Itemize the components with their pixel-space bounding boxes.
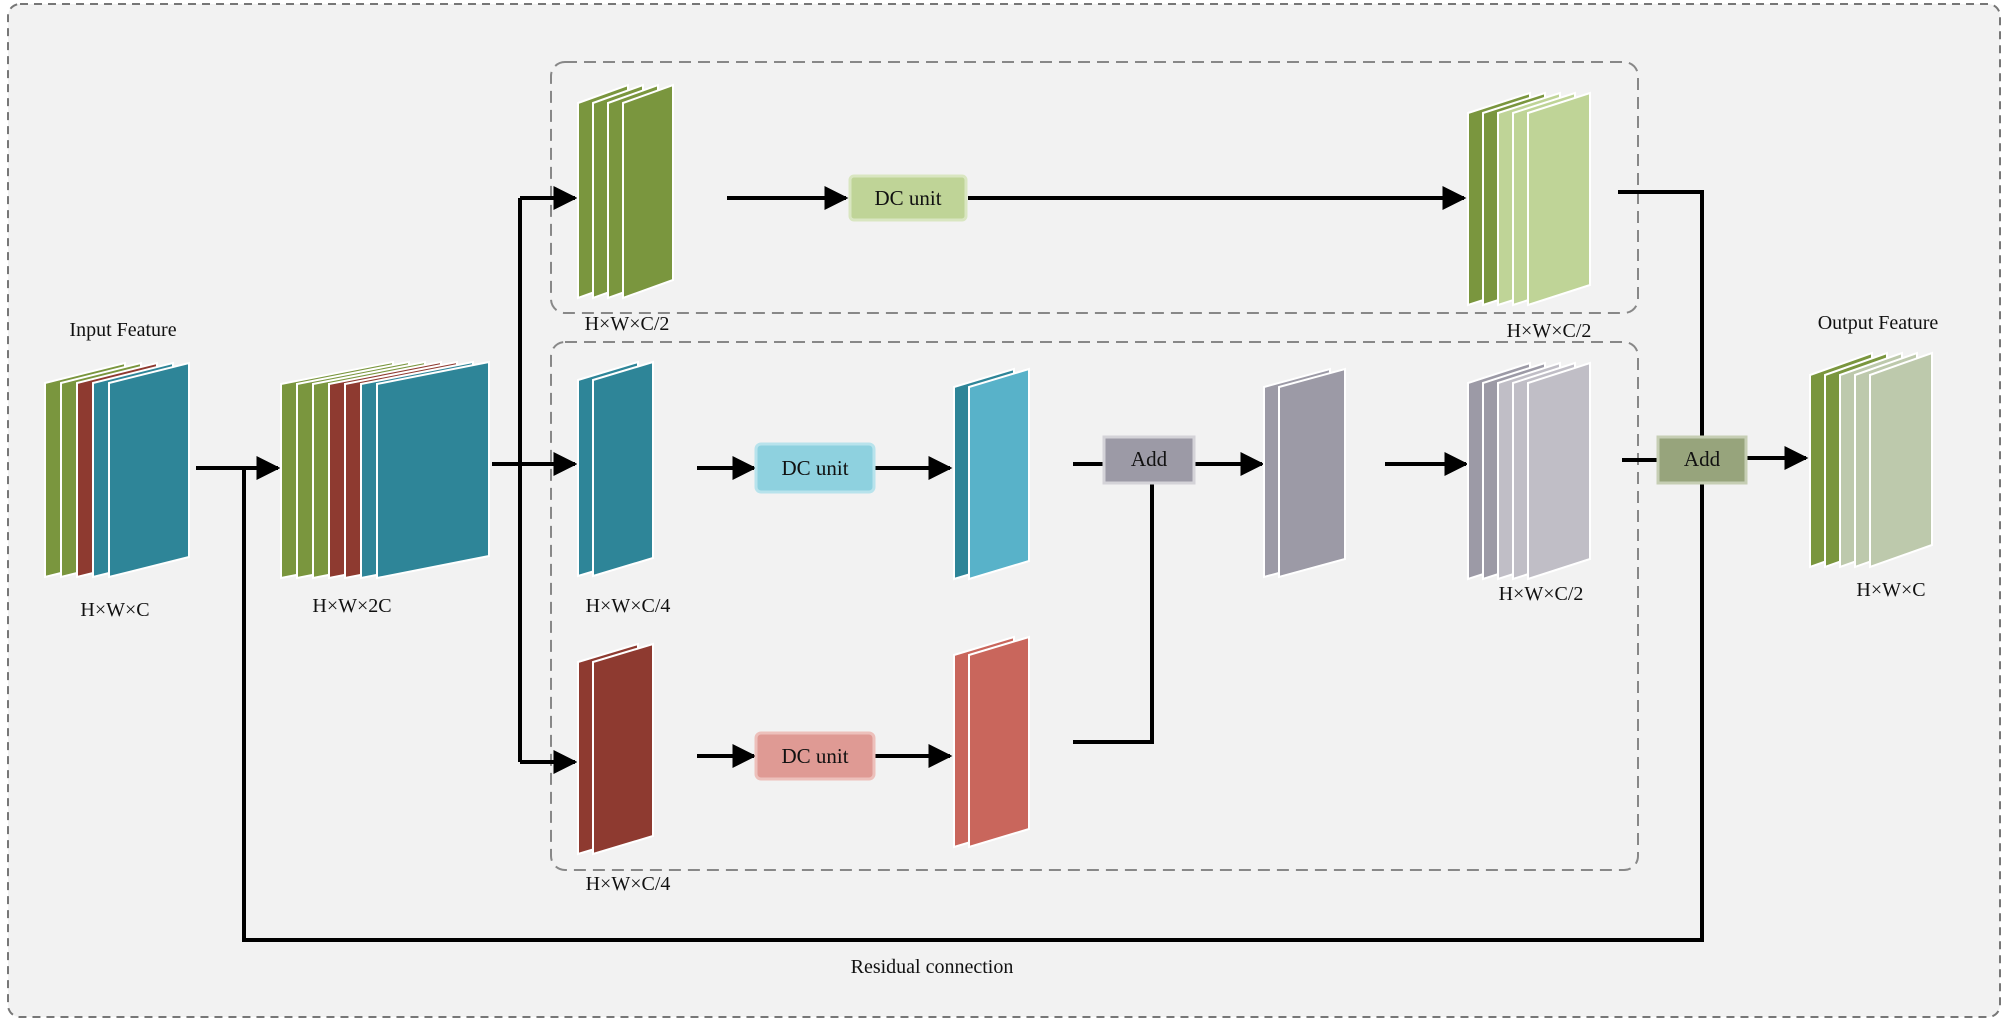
- input-feature-title: Input Feature: [69, 319, 176, 341]
- top-branch-group: [550, 61, 1639, 314]
- output-feature-stack-layer: [1869, 351, 1933, 569]
- mid-output-stack-layer: [1527, 361, 1591, 581]
- gray-merged-stack-layer: [1278, 367, 1346, 579]
- mid-in-dim-label: H×W×C/4: [586, 595, 671, 617]
- mid-dc-output-stack: [953, 367, 1030, 581]
- output-feature-stack: [1809, 351, 1933, 569]
- dc-unit-mid: DC unit: [754, 442, 876, 494]
- add-node-inner: Add: [1102, 435, 1196, 485]
- concat-dim-label: H×W×2C: [312, 595, 391, 617]
- mid-output-stack: [1467, 361, 1591, 581]
- top-output-stack-layer: [1527, 91, 1591, 307]
- mid-input-stack: [577, 360, 654, 578]
- dc-unit-top-label: DC unit: [874, 186, 941, 210]
- bottom-dc-output-stack: [953, 635, 1030, 849]
- concat-feature-stack: [280, 360, 490, 580]
- top-out-dim-label: H×W×C/2: [1507, 320, 1592, 342]
- lower-branches-group: [550, 341, 1639, 871]
- input-feature-stack: [44, 361, 190, 579]
- add-inner-label: Add: [1131, 447, 1168, 471]
- top-output-stack: [1467, 91, 1591, 307]
- residual-connection-label: Residual connection: [851, 956, 1014, 978]
- output-feature-title: Output Feature: [1818, 312, 1939, 334]
- add-outer-label: Add: [1684, 447, 1721, 471]
- top-input-stack: [577, 83, 674, 300]
- input-dim-label: H×W×C: [80, 599, 149, 621]
- bottom-in-dim-label: H×W×C/4: [586, 873, 671, 895]
- top-input-stack-layer: [622, 83, 674, 300]
- gray-merged-stack: [1263, 367, 1346, 579]
- feature-stacks: [44, 83, 1933, 856]
- concat-feature-stack-layer: [376, 360, 490, 580]
- connectors: [196, 186, 1809, 942]
- dc-unit-top: DC unit: [848, 174, 968, 222]
- mid-input-stack-layer: [592, 360, 654, 578]
- output-dim-label: H×W×C: [1856, 579, 1925, 601]
- dc-unit-bottom: DC unit: [754, 731, 876, 781]
- top-in-dim-label: H×W×C/2: [585, 313, 670, 335]
- input-feature-stack-layer: [108, 361, 190, 579]
- dc-unit-bottom-label: DC unit: [781, 744, 848, 768]
- mid-out-dim-label: H×W×C/2: [1499, 583, 1584, 605]
- bottom-input-stack-layer: [592, 642, 654, 856]
- add-node-outer: Add: [1656, 435, 1748, 485]
- dc-unit-mid-label: DC unit: [781, 456, 848, 480]
- bottom-input-stack: [577, 642, 654, 856]
- bottom-dc-output-stack-layer: [968, 635, 1030, 849]
- mid-dc-output-stack-layer: [968, 367, 1030, 581]
